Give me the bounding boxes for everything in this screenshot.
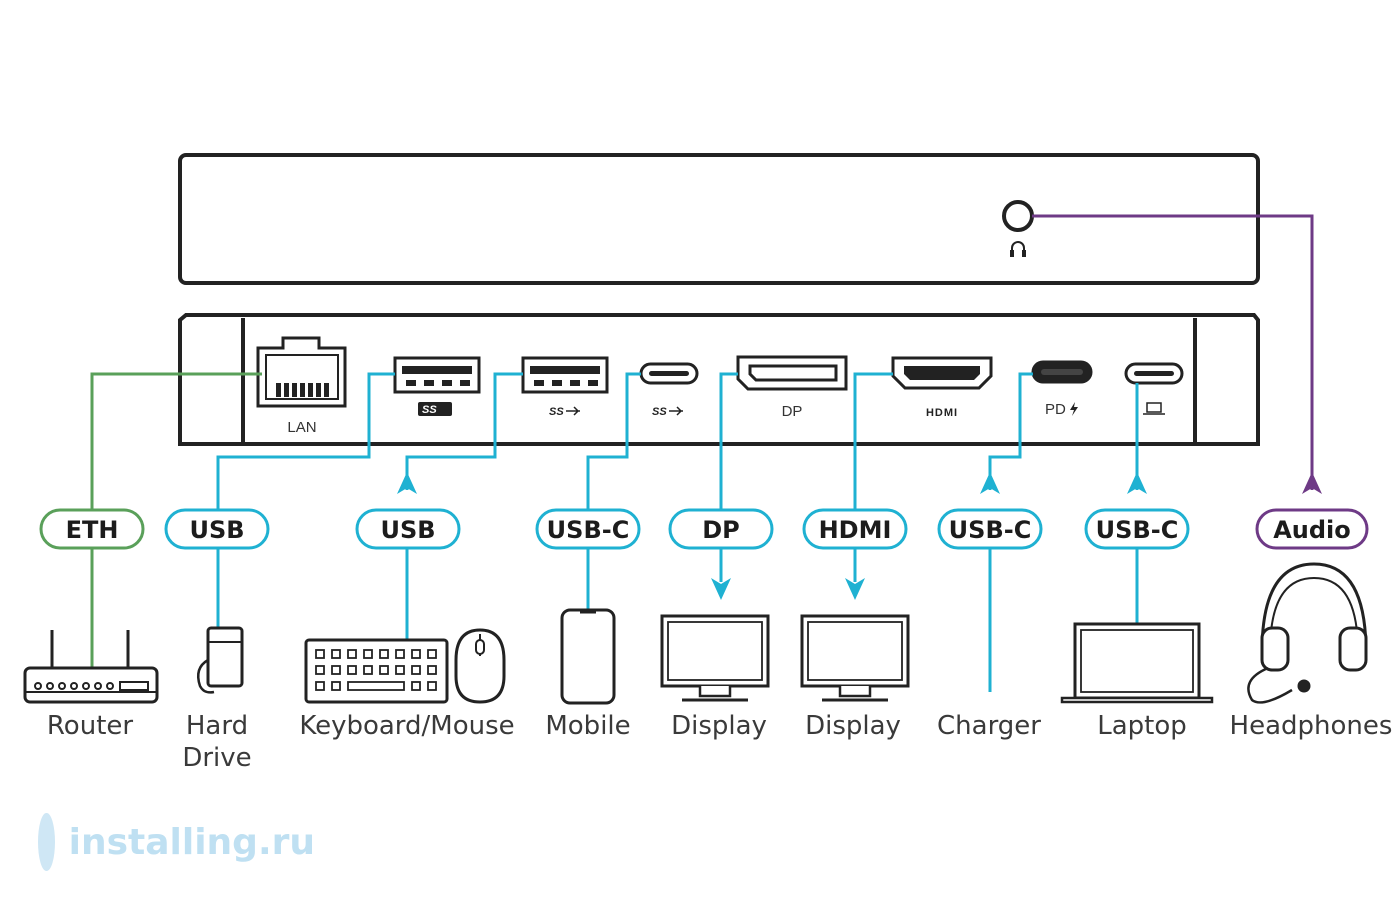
pill-audio: Audio bbox=[1255, 508, 1369, 550]
device-laptop-label: Laptop bbox=[1097, 711, 1187, 741]
pill-hdmi: HDMI bbox=[802, 508, 908, 550]
usb-symbol-icon bbox=[566, 406, 580, 416]
monitor-icon bbox=[800, 614, 910, 702]
device-hard-drive-label-line2: Drive bbox=[182, 743, 251, 773]
pill-label: ETH bbox=[66, 516, 119, 544]
pill-label: Audio bbox=[1273, 516, 1351, 544]
pill-label: USB bbox=[189, 516, 244, 544]
device-router-label: Router bbox=[47, 711, 133, 741]
pill-label: USB-C bbox=[949, 516, 1032, 544]
headphones-icon bbox=[1247, 562, 1368, 704]
arrow-up-icon bbox=[397, 472, 417, 494]
pill-eth: ETH bbox=[39, 508, 145, 550]
mobile-phone-icon bbox=[560, 608, 616, 705]
pill-usb-1: USB bbox=[164, 508, 270, 550]
device-headphones-label: Headphones bbox=[1230, 711, 1393, 741]
laptop-icon bbox=[1143, 402, 1165, 415]
arrow-up-icon bbox=[1127, 472, 1147, 494]
watermark-logo-icon bbox=[38, 813, 55, 871]
laptop-icon bbox=[1060, 622, 1214, 704]
watermark-text: installing.ru bbox=[68, 821, 315, 863]
device-hard-drive-label-line1: Hard bbox=[186, 711, 248, 741]
pill-label: USB bbox=[380, 516, 435, 544]
monitor-icon bbox=[660, 614, 770, 702]
usb-a-port-2 bbox=[521, 356, 609, 394]
usb-a-port-1 bbox=[393, 356, 481, 394]
device-mobile-label: Mobile bbox=[545, 711, 630, 741]
lan-port-label: LAN bbox=[287, 419, 316, 436]
hard-drive-icon bbox=[197, 626, 244, 694]
arrow-down-icon bbox=[711, 578, 731, 600]
pill-label: DP bbox=[702, 516, 740, 544]
pill-label: USB-C bbox=[547, 516, 630, 544]
pill-dp: DP bbox=[668, 508, 774, 550]
usb-a-port-1-label: SS bbox=[422, 404, 437, 416]
pd-line bbox=[988, 372, 1033, 490]
arrow-up-icon bbox=[980, 472, 1000, 494]
usb-line-2 bbox=[405, 372, 523, 490]
eth-line bbox=[90, 372, 262, 690]
pill-usb-c-1: USB-C bbox=[535, 508, 641, 550]
usb-c-port-1-label: SS bbox=[652, 406, 667, 418]
pill-usb-c-3: USB-C bbox=[1084, 508, 1190, 550]
pill-usb-2: USB bbox=[355, 508, 461, 550]
dp-port-label: DP bbox=[782, 403, 803, 420]
pill-label: USB-C bbox=[1096, 516, 1179, 544]
headphone-jack bbox=[1002, 200, 1034, 232]
hdmi-port-label: HDMI bbox=[926, 407, 958, 419]
usb-c-line-1 bbox=[586, 372, 641, 610]
front-panel bbox=[178, 153, 1260, 285]
pd-port-label: PD bbox=[1045, 401, 1066, 418]
usb-ss-badge bbox=[418, 402, 452, 416]
device-display-1-label: Display bbox=[671, 711, 767, 741]
device-charger-label: Charger bbox=[937, 711, 1041, 741]
arrow-down-icon bbox=[845, 578, 865, 600]
device-display-2-label: Display bbox=[805, 711, 901, 741]
router-icon bbox=[23, 630, 159, 704]
pill-usb-c-2: USB-C bbox=[937, 508, 1043, 550]
lightning-icon bbox=[1070, 402, 1078, 416]
usb-a-port-2-label: SS bbox=[549, 406, 564, 418]
lan-port bbox=[256, 336, 347, 408]
mouse-icon bbox=[454, 628, 506, 704]
pill-label: HDMI bbox=[819, 516, 892, 544]
headphones-icon bbox=[1010, 241, 1026, 257]
watermark: installing.ru bbox=[20, 806, 315, 878]
usb-symbol-icon bbox=[669, 406, 683, 416]
keyboard-icon bbox=[304, 638, 449, 704]
device-keyboard-mouse-label: Keyboard/Mouse bbox=[299, 711, 514, 741]
audio-line bbox=[1032, 214, 1314, 490]
arrow-up-icon bbox=[1302, 472, 1322, 494]
